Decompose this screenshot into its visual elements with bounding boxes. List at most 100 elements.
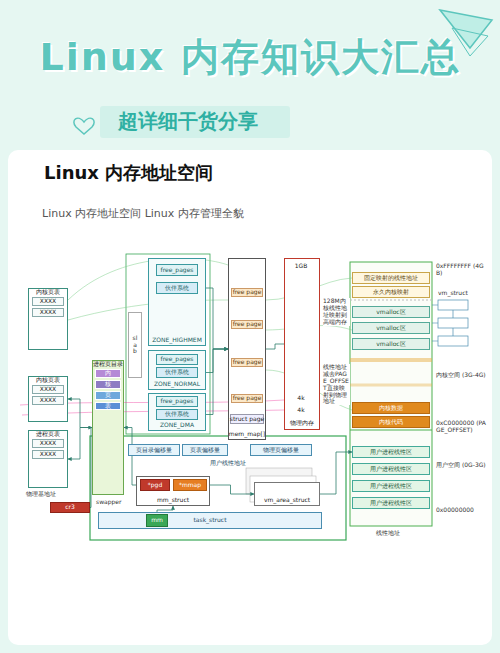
diagram-label: 0xFFFFFFFF (4GB) [436, 263, 490, 277]
page-title: Linux 内存知识大汇总 [10, 36, 490, 80]
table-entry: XXXX [32, 385, 65, 394]
directory-entry: 表 [95, 402, 121, 411]
node-text: 伙伴系统 [165, 369, 189, 376]
memory-box: 用户进程线性区 [352, 463, 430, 475]
heading: 超详细干货分享 [118, 110, 288, 133]
memory-box: 内核代码 [352, 416, 430, 428]
diagram-label: vm_struct [438, 290, 488, 297]
node-text: free_pages [161, 398, 194, 405]
memory-box: 1GB 4k 4k 物理内存 [284, 258, 320, 430]
node-text: free page [233, 289, 262, 296]
node-text: slab [132, 335, 138, 355]
memory-box: 物理页偏移量 [250, 444, 312, 456]
diagram-label: 物理基地址 [26, 491, 76, 498]
memory-box: 用户进程线性区 [352, 497, 430, 509]
node-text: 用户进程线性区 [370, 483, 412, 490]
caption: Linux 内存地址空间 Linux 内存管理全貌 [42, 208, 462, 221]
node-text: *pgd [148, 482, 162, 489]
memory-box: 页目录偏移量 [128, 444, 180, 456]
memory-box: *mmap [173, 479, 207, 491]
node-text: 伙伴系统 [165, 411, 189, 418]
table-entry: XXXX [32, 297, 65, 306]
directory-entry: 页 [95, 391, 121, 400]
memory-box: *pgd [140, 479, 170, 491]
node-text: struct page [230, 416, 264, 423]
memory-box: free page [231, 288, 263, 297]
node-text: 固定映射的线性地址 [364, 275, 418, 282]
node-text: 用户进程线性区 [370, 500, 412, 507]
node-text: 内核数据 [379, 405, 403, 412]
memory-box: vmalloc区 [352, 338, 430, 350]
table-entry: XXXX [32, 308, 65, 317]
memory-box: task_struct mm [98, 512, 322, 529]
memory-box: 进程页表XXXXXXXX [28, 430, 68, 488]
connector [266, 344, 284, 349]
memory-box: 永久内核映射 [352, 286, 430, 298]
diagram-label: 用户线性地址 [210, 460, 270, 467]
heading: Linux 内存地址空间 [44, 163, 344, 184]
memory-box: 内核页表XXXXXXXX [28, 376, 68, 422]
memory-box: mm_struct *pgd *mmap [136, 476, 210, 506]
node-text: vmalloc区 [376, 325, 405, 332]
memory-box: cr3 [50, 502, 90, 513]
node-text: 4k [289, 407, 313, 414]
diagram-label: 0x00000000 [436, 507, 490, 514]
node-text: 页表偏移量 [190, 447, 220, 454]
diagram-label: 线性地址减去PAGE_OFFSET直接映射到物理地址 [323, 364, 350, 405]
node-text: 内核页表 [36, 377, 60, 384]
node-text: free page [233, 395, 262, 402]
connector [68, 428, 92, 460]
node-text: vm_area_struct [264, 497, 310, 504]
node-text: mm_struct [157, 497, 189, 504]
memory-box: free_pages [156, 264, 198, 276]
node-text: 物理页偏移量 [263, 447, 299, 454]
memory-box: free_pages [156, 354, 198, 365]
node-text: mem_map[] [229, 431, 265, 438]
node-text: vmalloc区 [376, 309, 405, 316]
node-text: 1GB [289, 263, 313, 270]
node-text: 伙伴系统 [165, 285, 189, 292]
node-text: ZONE_NORMAL [154, 381, 200, 388]
memory-box: vmalloc区 [352, 306, 430, 318]
memory-box: free page [231, 320, 263, 329]
node-text: 内核代码 [379, 419, 403, 426]
memory-box: 伙伴系统 [156, 282, 198, 294]
memory-box: 伙伴系统 [156, 367, 198, 378]
memory-box: mm [146, 514, 168, 527]
connector [68, 399, 92, 428]
memory-box: 用户进程线性区 [352, 480, 430, 492]
diagram-label: 128M内核线性地址映射到高端内存 [323, 298, 350, 326]
memory-box: 固定映射的线性地址 [352, 272, 430, 284]
table-entry: XXXX [32, 450, 65, 459]
diagram-label: swapper [96, 499, 136, 506]
node-text: free page [233, 321, 262, 328]
memory-box: mem_map[] free page free page free page free… [228, 258, 266, 440]
memory-box: ZONE_NORMAL free_pages 伙伴系统 [148, 350, 206, 390]
table-entry: XXXX [32, 396, 65, 405]
memory-box: 内核数据 [352, 402, 430, 414]
node-text: task_struct [193, 517, 226, 524]
node-text: 内核页表 [36, 289, 60, 296]
node-text: ZONE_HIGHMEM [152, 337, 202, 344]
memory-box: free_pages [156, 396, 198, 407]
directory-entry: 内 [95, 369, 121, 378]
connector [320, 452, 352, 494]
memory-box: 进程页目录内核页表 [92, 360, 124, 495]
directory-entry: 核 [95, 380, 121, 389]
table-entry: XXXX [32, 439, 65, 448]
memory-box: free page [231, 358, 263, 367]
node-text: 进程页目录 [93, 361, 123, 368]
node-text: free page [233, 359, 262, 366]
node-text: 用户进程线性区 [370, 449, 412, 456]
node-text: 进程页表 [36, 431, 60, 438]
memory-box: free page [231, 394, 263, 403]
memory-box: 伙伴系统 [156, 409, 198, 420]
diagram-label: 用户空间 (0G-3G) [436, 462, 490, 469]
node-text: mm [151, 517, 163, 524]
node-text: free_pages [161, 267, 194, 274]
node-text: 4k [289, 395, 313, 402]
node-text: 页目录偏移量 [136, 447, 172, 454]
memory-box: slab [128, 312, 142, 378]
node-text: 物理内存 [286, 420, 318, 427]
memory-box: vm_area_struct [254, 482, 320, 506]
